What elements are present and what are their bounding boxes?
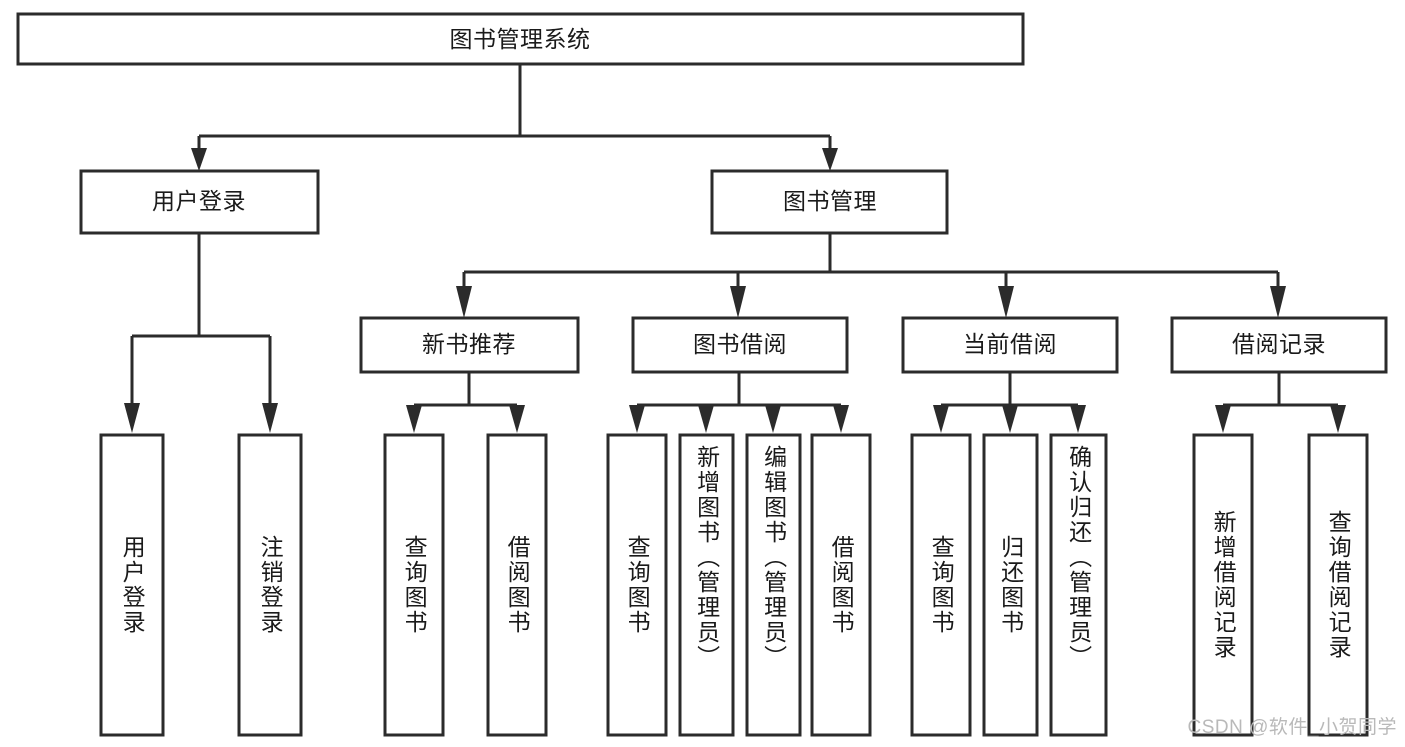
arrow-root-to-book-manage bbox=[822, 148, 838, 171]
arrow-currentborrow-leaf-1 bbox=[933, 405, 949, 433]
node-user-login[interactable]: 用户登录 bbox=[79, 169, 320, 235]
connector-group-current-borrow bbox=[933, 372, 1086, 433]
leaf-box-currentborrow-2[interactable] bbox=[982, 433, 1039, 737]
connector-group-book-borrow bbox=[629, 372, 849, 433]
arrow-newbook-leaf-1 bbox=[406, 405, 422, 433]
node-borrow-record[interactable]: 借阅记录 bbox=[1170, 316, 1388, 374]
node-current-borrow-label: 当前借阅 bbox=[963, 331, 1057, 357]
node-book-manage-box[interactable] bbox=[710, 169, 949, 235]
node-book-manage[interactable]: 图书管理 bbox=[710, 169, 949, 235]
leaf-box-currentborrow-3[interactable] bbox=[1049, 433, 1108, 737]
leaf-box-newbook-1[interactable] bbox=[383, 433, 445, 737]
leaf-box-bookborrow-2[interactable] bbox=[678, 433, 735, 737]
node-current-borrow[interactable]: 当前借阅 bbox=[901, 316, 1119, 374]
leaf-box-bookborrow-4[interactable] bbox=[810, 433, 872, 737]
arrow-root-to-user-login bbox=[191, 148, 207, 171]
node-new-book-recommend-label: 新书推荐 bbox=[422, 331, 516, 357]
arrow-bookborrow-leaf-3 bbox=[765, 405, 781, 433]
node-book-borrow[interactable]: 图书借阅 bbox=[631, 316, 849, 374]
arrow-currentborrow-leaf-2 bbox=[1002, 405, 1018, 433]
arrow-to-new-book-recommend bbox=[456, 286, 472, 318]
arrow-userlogin-leaf-2 bbox=[262, 403, 278, 433]
arrow-bookborrow-leaf-2 bbox=[698, 405, 714, 433]
leaf-box-currentborrow-1[interactable] bbox=[910, 433, 972, 737]
leaf-box-borrowrecord-2[interactable] bbox=[1307, 433, 1369, 737]
connector-group-new-book-recommend bbox=[406, 372, 525, 433]
leaf-boxes-book-borrow bbox=[606, 433, 872, 737]
leaf-box-bookborrow-1[interactable] bbox=[606, 433, 668, 737]
leaf-box-borrowrecord-1[interactable] bbox=[1192, 433, 1254, 737]
node-root-label: 图书管理系统 bbox=[450, 26, 591, 52]
node-book-borrow-label: 图书借阅 bbox=[693, 331, 787, 357]
node-borrow-record-label: 借阅记录 bbox=[1232, 331, 1326, 357]
leaf-box-user-login-2[interactable] bbox=[237, 433, 303, 737]
leaf-box-user-login-1[interactable] bbox=[99, 433, 165, 737]
arrow-to-book-borrow bbox=[730, 286, 746, 318]
node-book-borrow-box[interactable] bbox=[631, 316, 849, 374]
arrow-borrowrecord-leaf-2 bbox=[1330, 405, 1346, 433]
connector-group-borrow-record bbox=[1215, 372, 1346, 433]
node-user-login-label: 用户登录 bbox=[152, 188, 246, 214]
arrow-userlogin-leaf-1 bbox=[124, 403, 140, 433]
arrow-to-borrow-record bbox=[1270, 286, 1286, 318]
arrow-to-current-borrow bbox=[998, 286, 1014, 318]
node-current-borrow-box[interactable] bbox=[901, 316, 1119, 374]
arrow-bookborrow-leaf-1 bbox=[629, 405, 645, 433]
connector-group-user-login bbox=[124, 233, 278, 433]
node-new-book-recommend[interactable]: 新书推荐 bbox=[359, 316, 580, 374]
connector-group-book-manage bbox=[456, 233, 1286, 318]
node-root[interactable]: 图书管理系统 bbox=[16, 12, 1025, 66]
leaf-box-bookborrow-3[interactable] bbox=[745, 433, 802, 737]
leaf-boxes-new-book-recommend bbox=[383, 433, 548, 737]
arrow-currentborrow-leaf-3 bbox=[1070, 405, 1086, 433]
arrow-borrowrecord-leaf-1 bbox=[1215, 405, 1231, 433]
csdn-watermark: CSDN @软件_小贺同学 bbox=[1187, 717, 1397, 738]
leaf-boxes-borrow-record bbox=[1192, 433, 1369, 737]
arrow-newbook-leaf-2 bbox=[509, 405, 525, 433]
node-user-login-box[interactable] bbox=[79, 169, 320, 235]
node-root-box[interactable] bbox=[16, 12, 1025, 66]
leaf-box-newbook-2[interactable] bbox=[486, 433, 548, 737]
node-new-book-recommend-box[interactable] bbox=[359, 316, 580, 374]
leaf-boxes-current-borrow bbox=[910, 433, 1108, 737]
arrow-bookborrow-leaf-4 bbox=[833, 405, 849, 433]
node-book-manage-label: 图书管理 bbox=[783, 188, 877, 214]
leaf-boxes-user-login bbox=[99, 433, 303, 737]
node-borrow-record-box[interactable] bbox=[1170, 316, 1388, 374]
connector-group-root bbox=[191, 64, 838, 171]
